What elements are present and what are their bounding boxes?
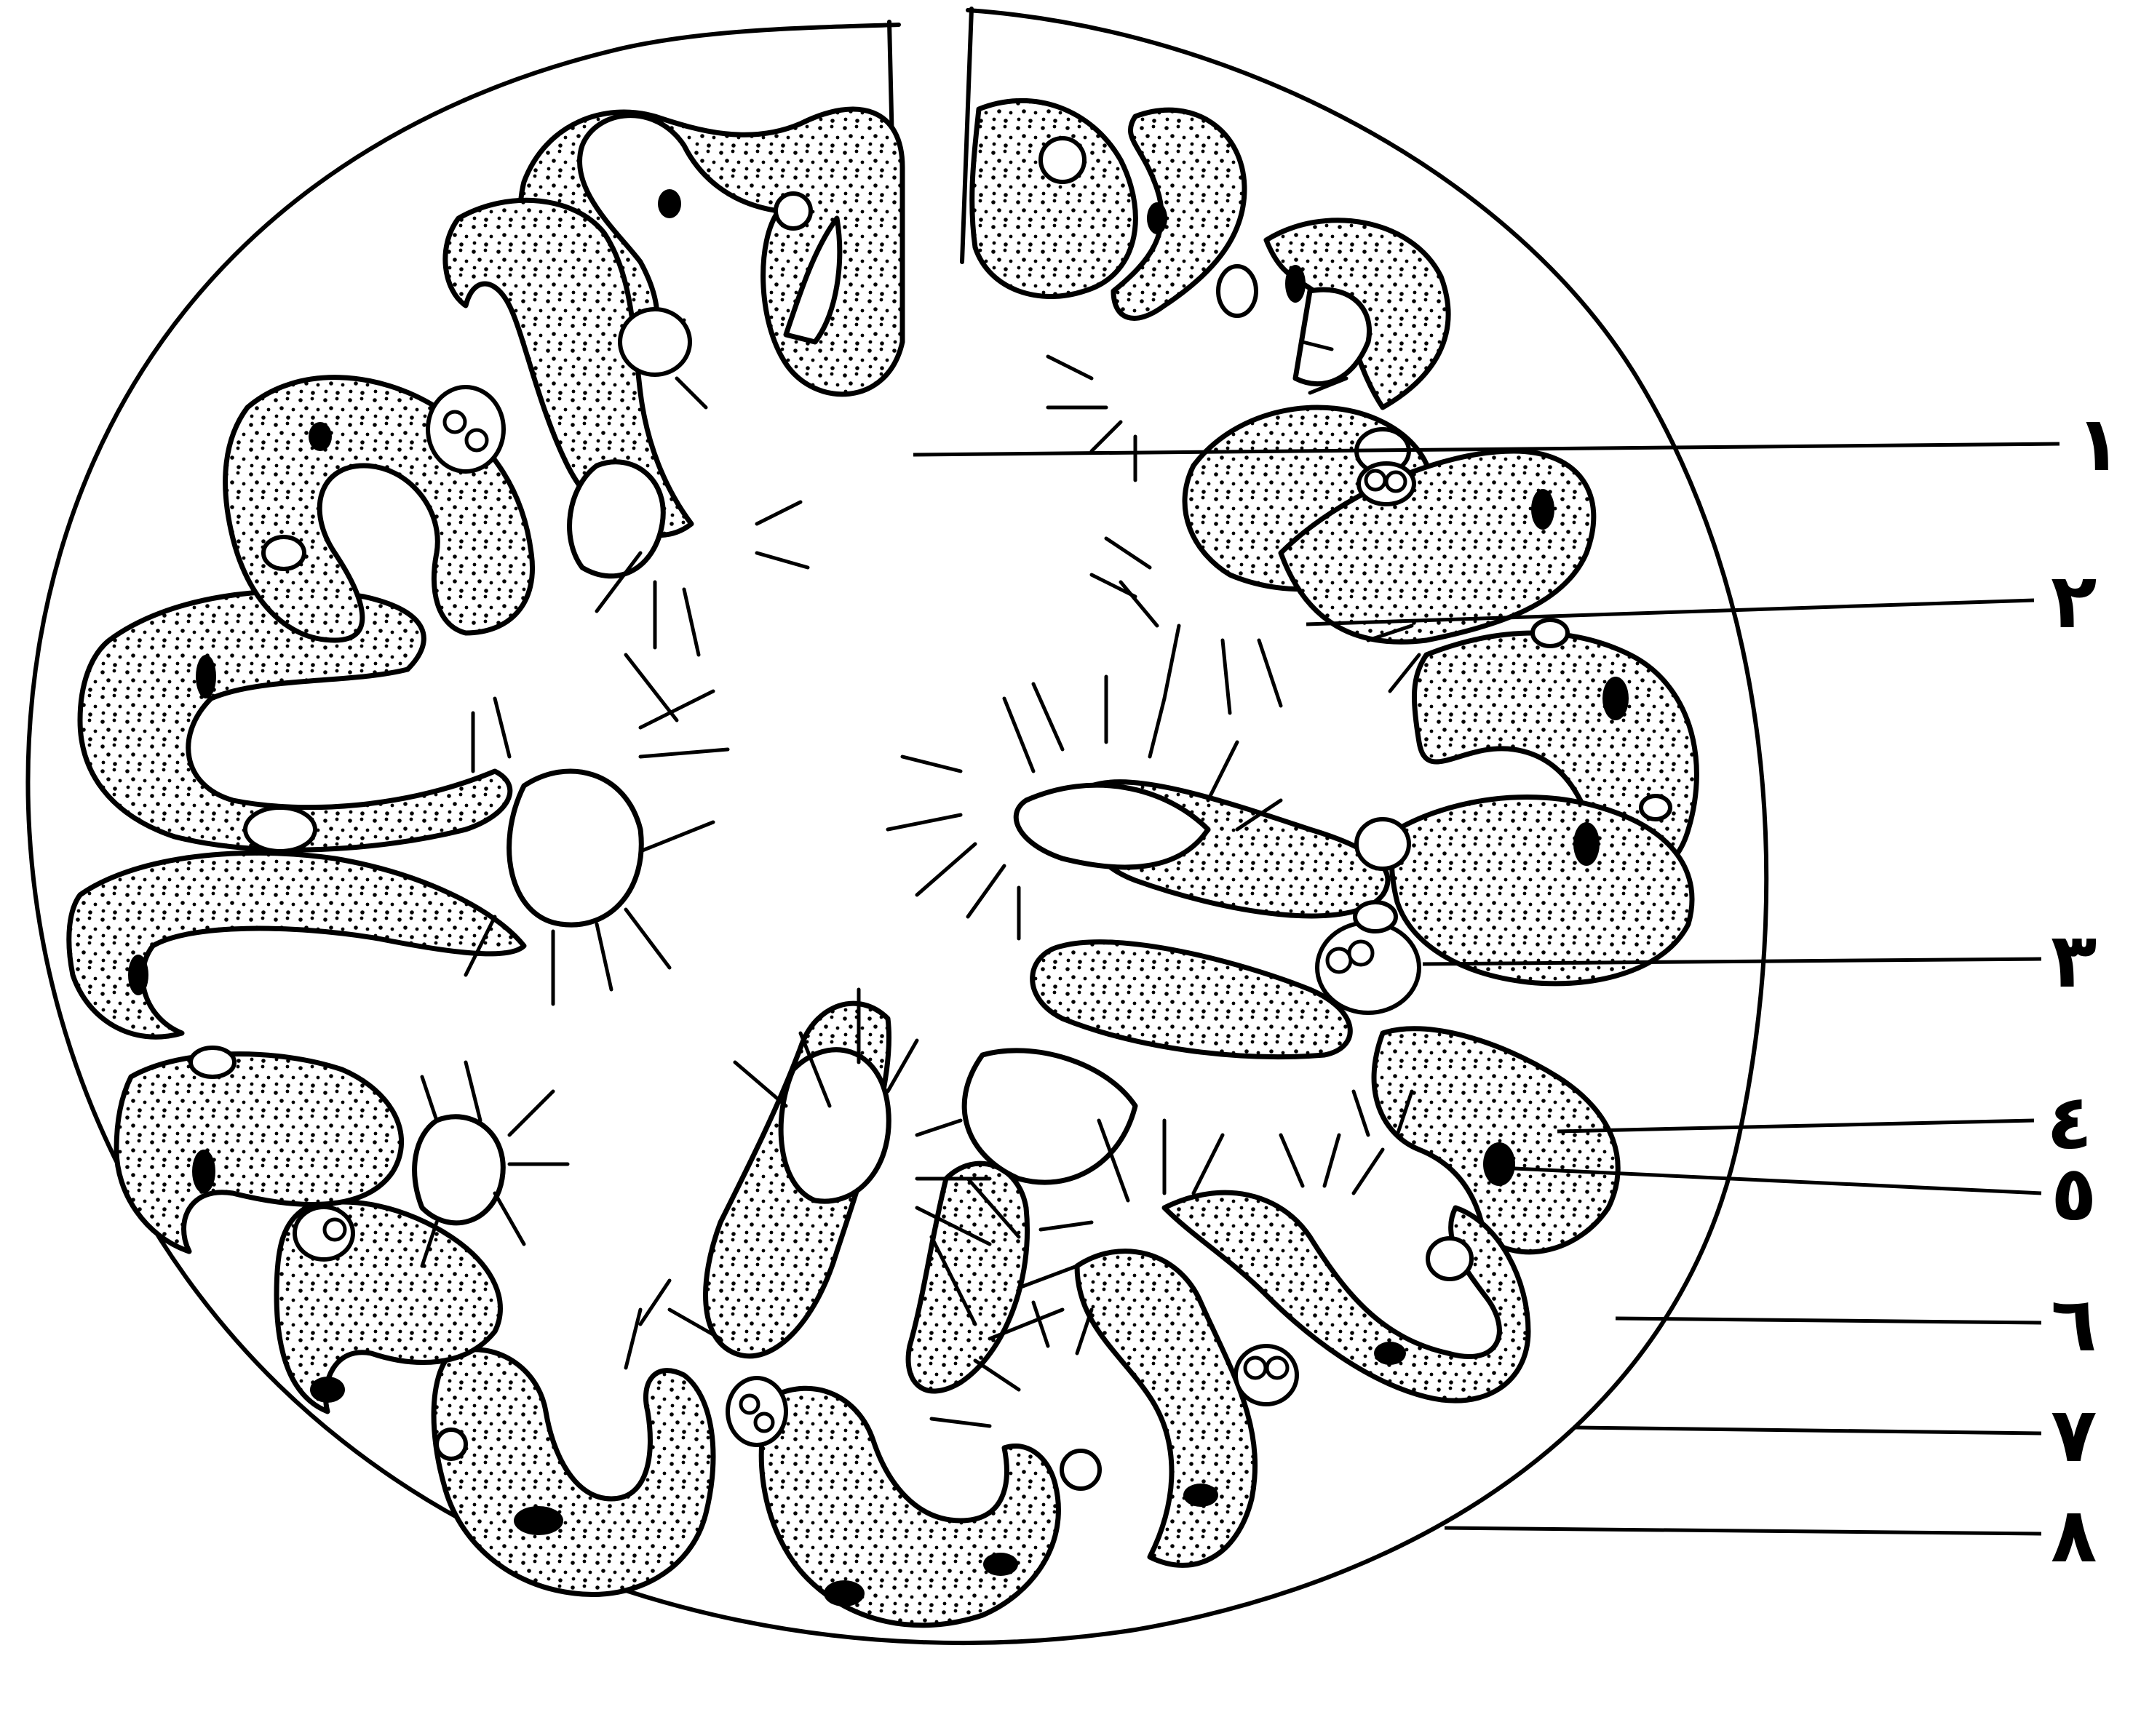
gap-wall-right [962,9,972,262]
label-3: ٣ [2051,916,2097,1005]
label-8: ٨ [2051,1491,2097,1580]
leader-line-4 [1557,1120,2034,1131]
leader-line-6 [1616,1318,2041,1323]
leader-line-8 [1445,1528,2041,1534]
leader-line-7 [1576,1428,2041,1433]
label-7: ٧ [2051,1390,2097,1479]
label-5: ٥ [2051,1149,2097,1238]
label-6: ٦ [2051,1280,2097,1369]
label-2: ٢ [2051,557,2097,645]
label-1: ١ [2076,399,2121,488]
